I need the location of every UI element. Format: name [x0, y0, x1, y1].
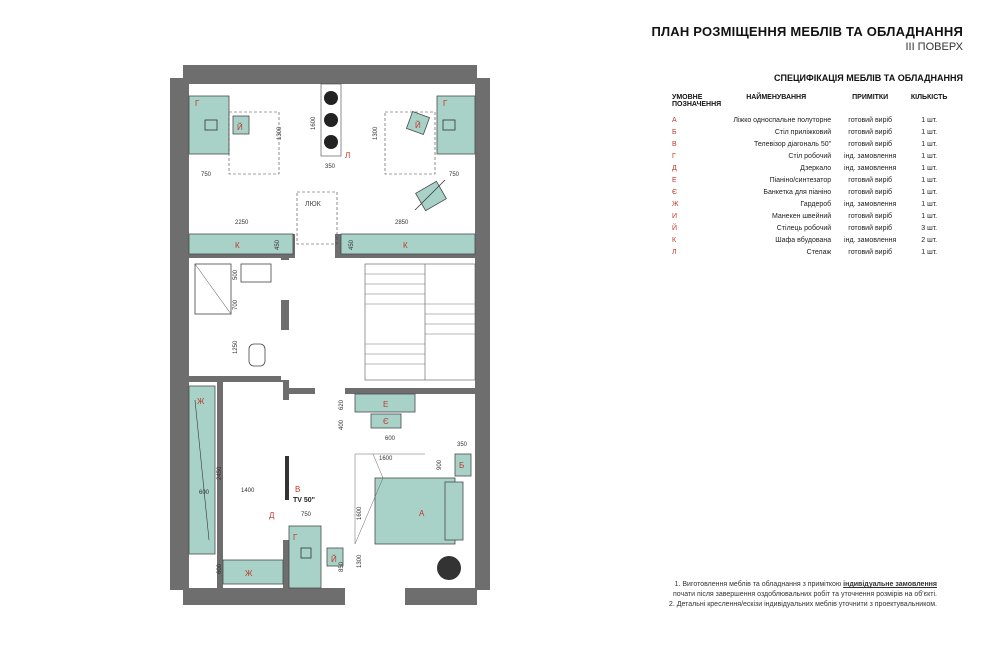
- piano-e: Е: [354, 393, 416, 413]
- svg-text:350: 350: [325, 164, 336, 170]
- svg-text:400: 400: [339, 419, 345, 430]
- svg-text:К: К: [235, 241, 240, 250]
- svg-text:2250: 2250: [235, 220, 249, 226]
- header-note: ПРИМІТКИ: [852, 94, 889, 101]
- header-qty: КІЛЬКІСТЬ: [910, 94, 948, 101]
- mannequin: [414, 179, 447, 212]
- svg-text:1300: 1300: [373, 126, 379, 140]
- svg-text:Й: Й: [331, 555, 337, 564]
- nightstand-b: Б: [454, 453, 472, 477]
- svg-text:900: 900: [437, 459, 443, 470]
- svg-text:Й: Й: [237, 123, 243, 132]
- svg-text:1300: 1300: [277, 126, 283, 140]
- wardrobe-zh: Ж Ж: [188, 385, 284, 585]
- chair-right: Й: [405, 110, 431, 136]
- wardrobe-k-right: К: [340, 233, 476, 255]
- notes-block: 1. Виготовлення меблів та обладнання з п…: [669, 580, 937, 610]
- svg-text:450: 450: [349, 239, 355, 250]
- svg-text:1400: 1400: [241, 488, 255, 494]
- svg-text:750: 750: [301, 512, 312, 518]
- svg-text:Ж: Ж: [197, 397, 205, 406]
- chair-left: Й: [232, 115, 250, 135]
- title-block: ПЛАН РОЗМІЩЕННЯ МЕБЛІВ ТА ОБЛАДНАННЯ III…: [651, 24, 963, 53]
- svg-text:Й: Й: [415, 121, 421, 130]
- svg-text:1300: 1300: [357, 554, 363, 568]
- note-1-cont: почати після завершення оздоблювальних р…: [673, 591, 937, 598]
- desk-bottom: Г: [288, 525, 322, 589]
- svg-text:700: 700: [233, 299, 239, 310]
- label-g: Г: [195, 99, 200, 108]
- bathroom-fixtures: [194, 263, 272, 367]
- svg-text:600: 600: [217, 563, 223, 574]
- svg-text:1600: 1600: [311, 116, 317, 130]
- svg-text:1600: 1600: [379, 456, 393, 462]
- svg-text:Ж: Ж: [245, 569, 253, 578]
- mirror-d: Д: [269, 511, 275, 520]
- piano-bench: Є: [370, 413, 402, 429]
- svg-text:620: 620: [339, 399, 345, 410]
- svg-text:В: В: [295, 485, 300, 494]
- svg-text:600: 600: [385, 436, 396, 442]
- svg-text:450: 450: [275, 239, 281, 250]
- staircase: [364, 263, 476, 381]
- svg-text:2850: 2850: [395, 220, 409, 226]
- note-1: 1. Виготовлення меблів та обладнання з п…: [674, 581, 937, 588]
- dimensions: 750 750 1300 1300 1600 350 2250 2850 450…: [199, 116, 468, 574]
- svg-text:2450: 2450: [217, 466, 223, 480]
- svg-text:К: К: [403, 241, 408, 250]
- note-2: 2. Детальні креслення/ескізи індивідуаль…: [668, 601, 937, 608]
- desk-right: Г: [436, 95, 476, 155]
- svg-text:Б: Б: [459, 461, 464, 470]
- svg-text:А: А: [419, 509, 425, 518]
- plant-icon: [437, 556, 461, 580]
- header-name: НАЙМЕНУВАННЯ: [746, 94, 807, 101]
- roof-hatch: ЛЮК: [296, 191, 338, 245]
- spec-title: СПЕЦИФІКАЦІЯ МЕБЛІВ ТА ОБЛАДНАННЯ: [774, 73, 963, 83]
- svg-text:Г: Г: [293, 533, 298, 542]
- svg-text:1250: 1250: [233, 340, 239, 354]
- rack-l: Л: [320, 83, 350, 160]
- sheet-subtitle: III ПОВЕРХ: [905, 41, 963, 53]
- svg-text:Е: Е: [383, 400, 388, 409]
- svg-text:Г: Г: [443, 99, 448, 108]
- sheet-title: ПЛАН РОЗМІЩЕННЯ МЕБЛІВ ТА ОБЛАДНАННЯ: [651, 24, 963, 39]
- svg-text:TV 50": TV 50": [293, 497, 315, 504]
- svg-text:750: 750: [201, 172, 212, 178]
- svg-text:600: 600: [199, 490, 210, 496]
- svg-text:750: 750: [449, 172, 460, 178]
- svg-text:500: 500: [233, 269, 239, 280]
- chair-bottom: Й: [326, 547, 344, 567]
- svg-text:Є: Є: [383, 417, 389, 426]
- wardrobe-k-left: К: [188, 233, 294, 255]
- svg-text:850: 850: [339, 561, 345, 572]
- svg-text:350: 350: [457, 442, 468, 448]
- svg-text:Л: Л: [345, 151, 350, 160]
- tv-v: В TV 50": [285, 456, 315, 504]
- svg-text:1600: 1600: [357, 506, 363, 520]
- desk-left: Г: [188, 95, 230, 155]
- bed-a: А: [374, 477, 464, 545]
- svg-text:ЛЮК: ЛЮК: [305, 201, 322, 208]
- floor-plan: Г Й Г Й Л ЛЮК К К: [165, 60, 495, 608]
